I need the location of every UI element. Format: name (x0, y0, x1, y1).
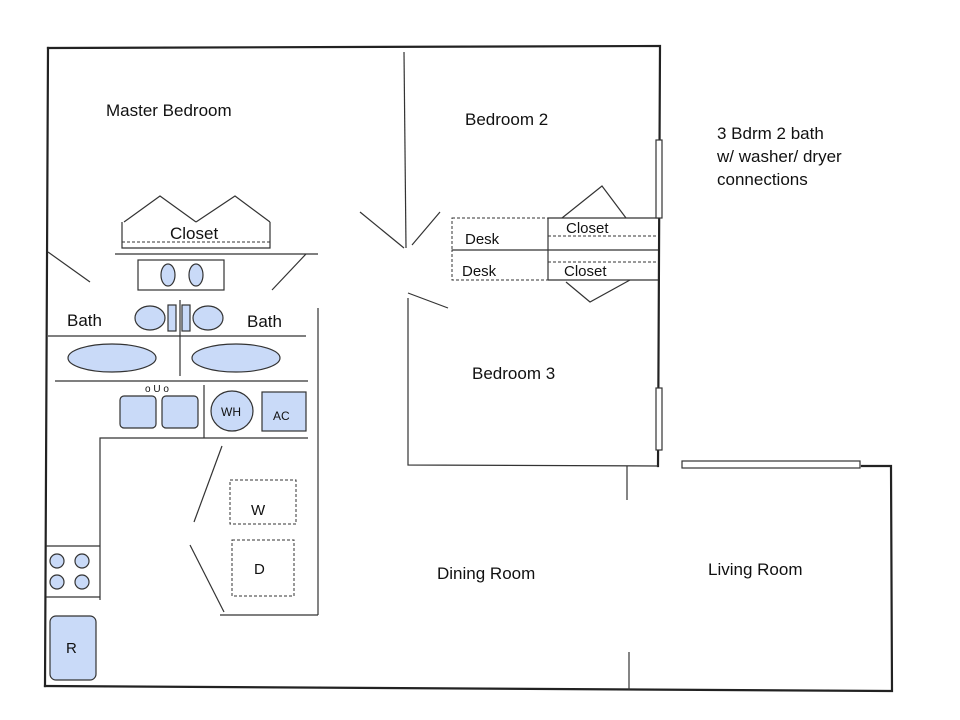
kitchen-appliances (49, 553, 97, 681)
windows (655, 139, 861, 469)
label-water-heater: WH (221, 405, 241, 419)
master-closet (121, 195, 271, 249)
label-refrigerator: R (66, 640, 77, 657)
note-line-2: w/ washer/ dryer (716, 147, 842, 166)
bath-fixtures (67, 259, 281, 373)
laundry (229, 479, 297, 597)
label-master-closet: Closet (170, 224, 218, 243)
label-living-room: Living Room (708, 560, 803, 579)
doors (47, 211, 449, 613)
label-dining-room: Dining Room (437, 564, 535, 583)
utility-fixtures (119, 390, 307, 432)
label-bath-right: Bath (247, 312, 282, 331)
interior-walls (46, 51, 659, 690)
label-dryer: D (254, 561, 265, 578)
label-sink-mark: o U o (145, 384, 169, 395)
note-line-3: connections (717, 170, 808, 189)
label-desk-bottom: Desk (462, 263, 497, 280)
bedroom-closets (451, 185, 658, 303)
outer-walls (43, 44, 894, 693)
label-ac: AC (273, 409, 290, 423)
label-bedroom-3: Bedroom 3 (472, 364, 555, 383)
label-bath-left: Bath (67, 311, 102, 330)
label-master-bedroom: Master Bedroom (106, 101, 232, 120)
label-closet-top: Closet (566, 220, 609, 237)
note-line-1: 3 Bdrm 2 bath (717, 124, 824, 143)
label-bedroom-2: Bedroom 2 (465, 110, 548, 129)
label-desk-top: Desk (465, 231, 500, 248)
label-washer: W (251, 502, 266, 519)
label-closet-bottom: Closet (564, 263, 607, 280)
